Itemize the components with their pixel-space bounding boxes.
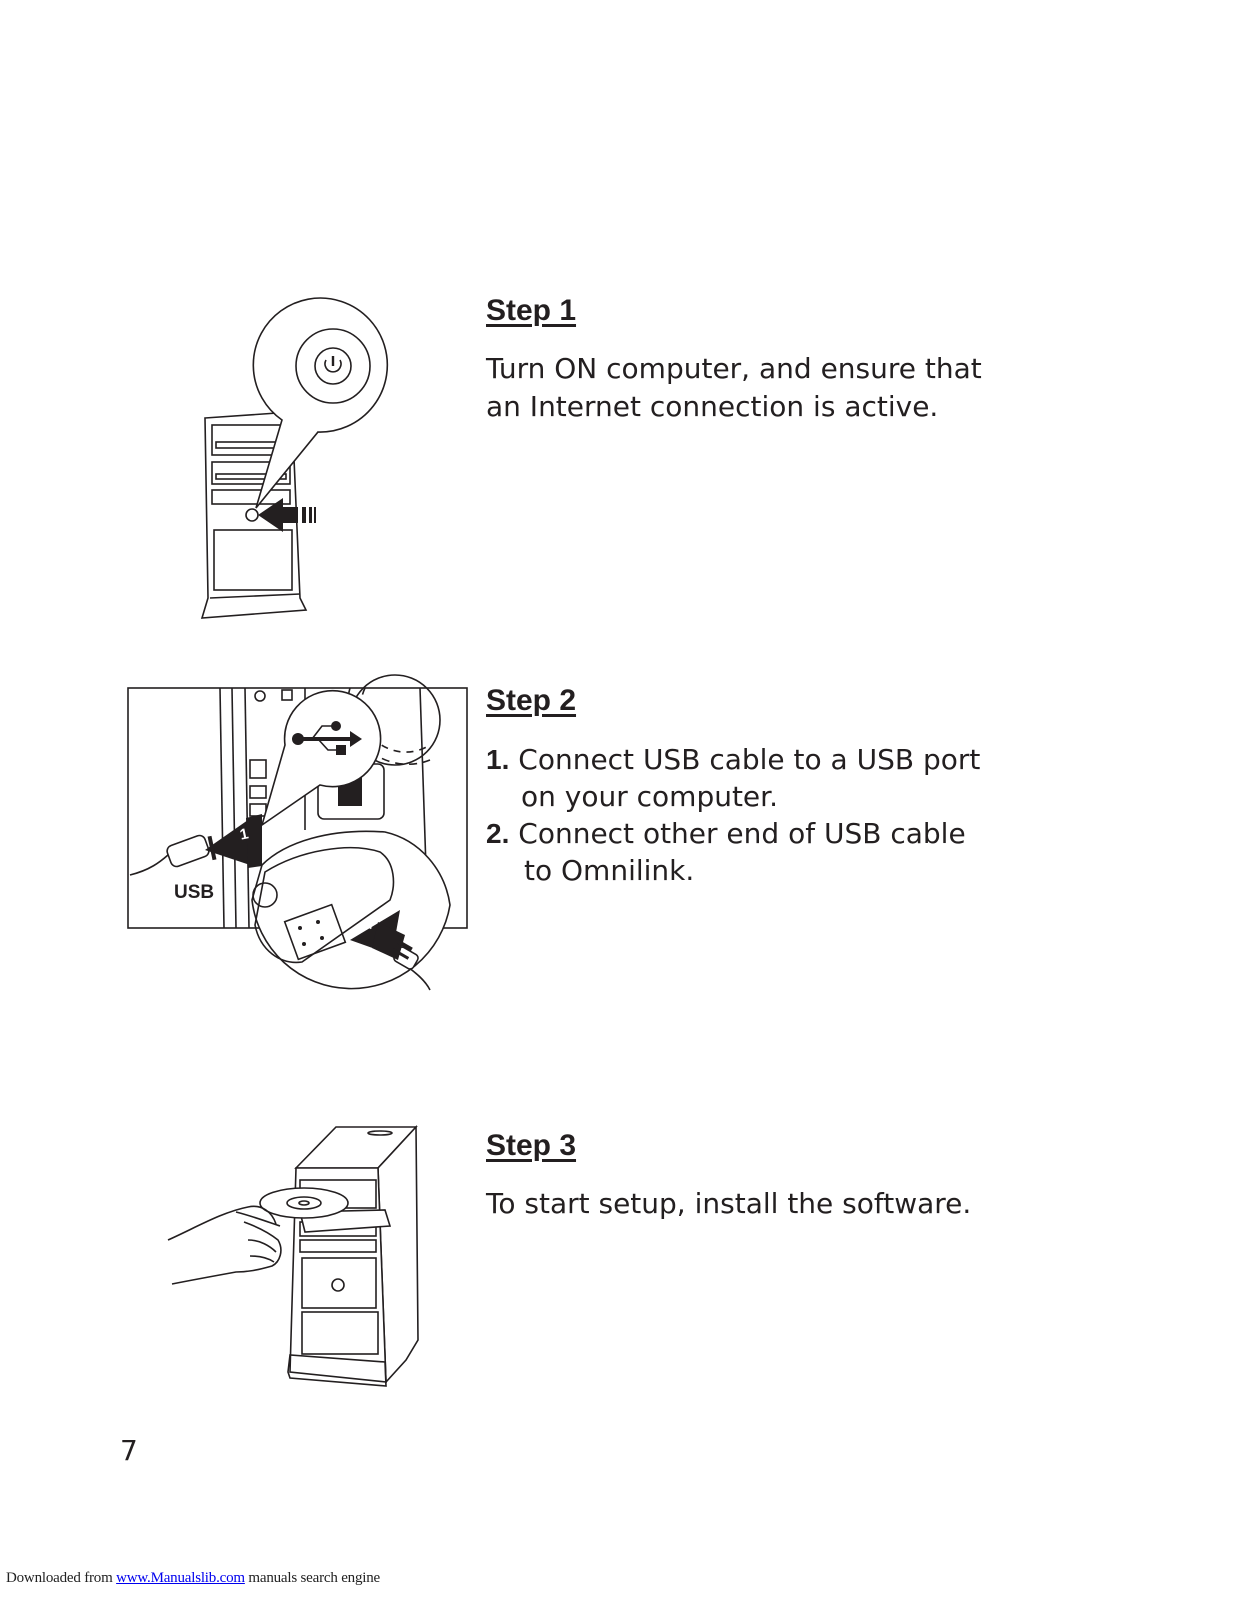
step-3-title: Step 3 xyxy=(486,1129,577,1162)
step-1-line-1: Turn ON computer, and ensure that xyxy=(486,352,982,385)
step-1-title: Step 1 xyxy=(486,294,577,327)
step-2-item-1-line-1: 1. Connect USB cable to a USB port xyxy=(486,741,980,778)
manualslib-link[interactable]: www.Manualslib.com xyxy=(116,1570,245,1586)
callout-2-arrow xyxy=(350,910,413,960)
step-1-text: Turn ON computer, and ensure that an Int… xyxy=(486,350,1026,426)
usb-cable-1 xyxy=(129,834,210,876)
step-1-line-2: an Internet connection is active. xyxy=(486,390,939,423)
step-2-item-1-number: 1. xyxy=(486,744,510,775)
usb-icon xyxy=(292,721,362,755)
step-2-item-2-text: Connect other end of USB cable xyxy=(518,817,966,850)
usb-zoom-callout xyxy=(260,689,382,827)
step-2-item-2-line-1: 2. Connect other end of USB cable xyxy=(486,815,966,852)
zoom-callout xyxy=(252,297,389,509)
step-2-item-2-number: 2. xyxy=(486,818,510,849)
footer-prefix: Downloaded from xyxy=(6,1570,117,1586)
computer-tower-angled xyxy=(287,1124,419,1387)
footer-suffix: manuals search engine xyxy=(244,1570,380,1586)
step-2-item-1-text: Connect USB cable to a USB port xyxy=(518,743,981,776)
step-3-text: To start setup, install the software. xyxy=(486,1185,1026,1223)
step-2-item-1-line-2: on your computer. xyxy=(521,780,779,813)
page-number: 7 xyxy=(120,1434,138,1467)
step-2-item-2-line-2: to Omnilink. xyxy=(524,854,695,887)
hand-illustration xyxy=(167,1205,282,1285)
usb-label: USB xyxy=(174,882,215,903)
arrow-icon xyxy=(258,498,316,532)
cd-disc-icon xyxy=(259,1187,349,1219)
footer-note: Downloaded from www.Manualslib.com manua… xyxy=(6,1570,380,1587)
computer-tower-front xyxy=(200,411,308,619)
step-2-title: Step 2 xyxy=(486,684,577,717)
callout-1-arrow xyxy=(205,814,262,868)
step-3-line-1: To start setup, install the software. xyxy=(486,1187,972,1220)
